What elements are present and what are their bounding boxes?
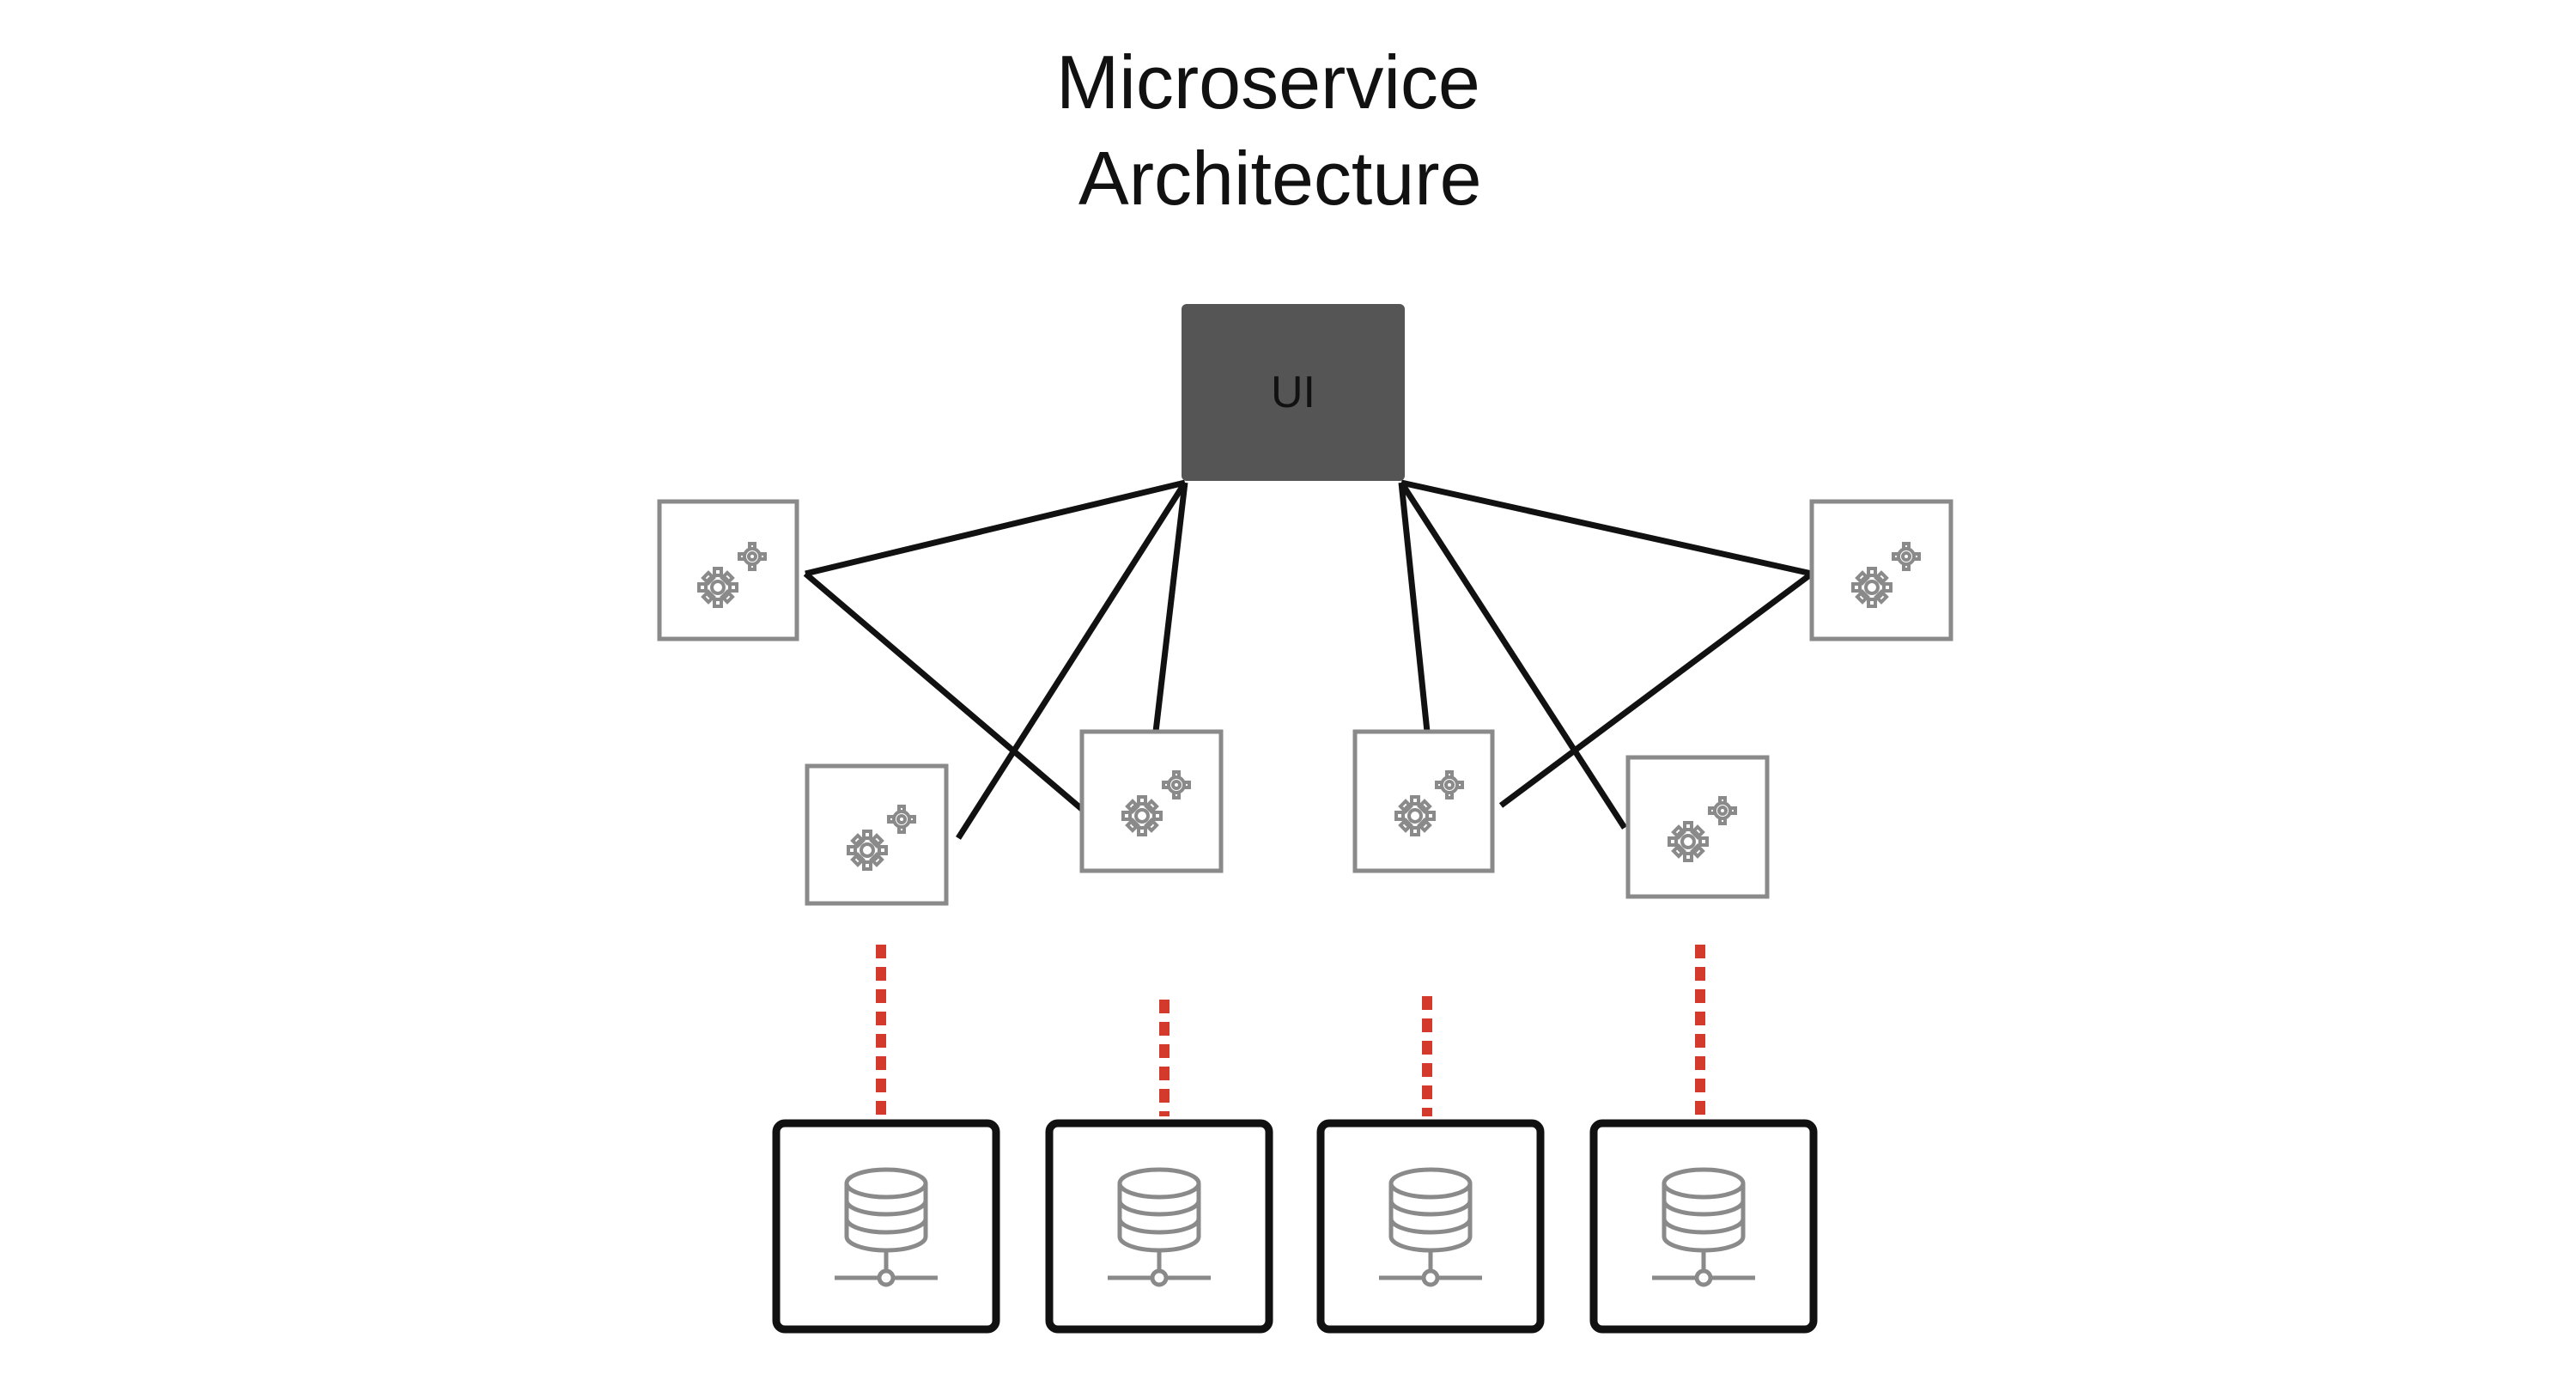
database-node[interactable] (1316, 1119, 1545, 1334)
service-node[interactable] (805, 763, 949, 906)
edge-svc1-svc4 (803, 571, 1086, 813)
service-node[interactable] (1352, 729, 1495, 873)
edge-ui-svc3 (956, 481, 1188, 840)
edge-ui-svc4 (1152, 482, 1188, 733)
diagram-title: Microservice Architecture (1056, 34, 1503, 227)
edge-ui-svc6 (1399, 481, 1627, 830)
database-node[interactable] (772, 1119, 1000, 1334)
ui-node-label: UI (1271, 368, 1315, 417)
edge-ui-svc1 (805, 479, 1186, 577)
database-node[interactable] (1045, 1119, 1273, 1334)
db-links (876, 945, 1705, 1116)
title-line-1: Microservice (1056, 40, 1480, 125)
service-node[interactable] (657, 499, 799, 641)
edge-ui-svc5 (1398, 482, 1431, 733)
ui-node[interactable]: UI (1182, 304, 1405, 481)
title-line-2: Architecture (1078, 136, 1482, 221)
ui-service-connectors (803, 479, 1814, 840)
database-node[interactable] (1589, 1119, 1818, 1334)
service-node[interactable] (1625, 755, 1770, 899)
service-node[interactable] (1079, 729, 1224, 873)
edge-ui-svc2 (1400, 479, 1813, 577)
edge-svc2-svc5 (1498, 571, 1814, 808)
service-node[interactable] (1809, 499, 1953, 641)
